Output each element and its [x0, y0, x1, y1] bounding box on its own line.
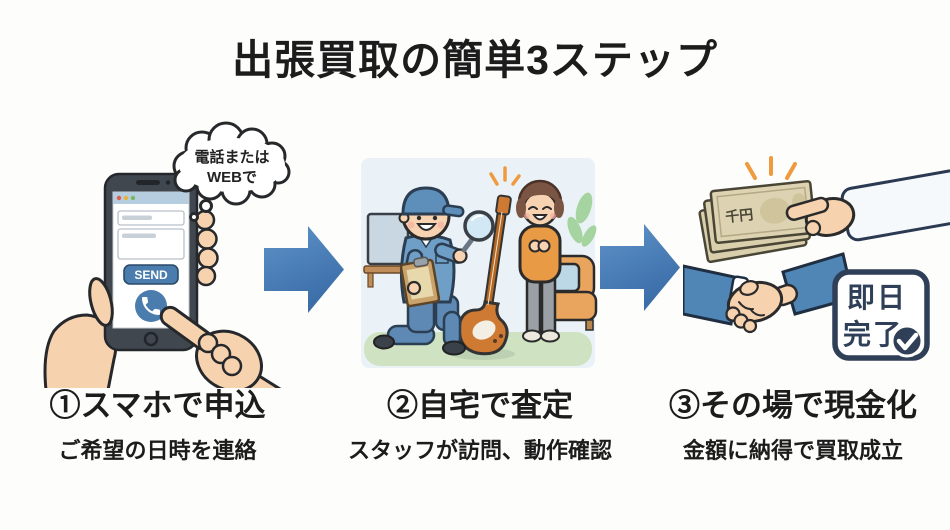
sparkle-icon: [489, 166, 521, 186]
camera-dot: [165, 180, 171, 185]
step3-label: ③その場で現金化 金額に納得で買取成立: [638, 388, 948, 465]
browser-bar: [113, 192, 189, 204]
window-dot-red: [116, 195, 122, 201]
svg-text:SEND: SEND: [134, 268, 168, 282]
step1-heading: ①スマホで申込: [49, 388, 266, 423]
smartphone: SEND: [103, 172, 199, 352]
step2-illustration: [361, 158, 598, 368]
staff-figure: [373, 186, 495, 356]
window-dot-yellow: [123, 195, 129, 201]
plant: [567, 192, 597, 247]
thought-bubble: 電話または WEBで: [172, 121, 291, 222]
magnifier-icon: [461, 210, 495, 253]
customer-figure: [516, 179, 564, 343]
same-day-badge: 即日 完了: [832, 269, 930, 361]
banknotes: 千円: [698, 179, 817, 264]
window-dot-green: [130, 195, 136, 201]
step2-heading: ②自宅で査定: [387, 388, 573, 423]
step1-label: ①スマホで申込 ご希望の日時を連絡: [5, 388, 310, 465]
call-icon: [135, 290, 167, 322]
thumb: [88, 277, 114, 327]
arrow-right-icon: [600, 224, 680, 311]
banknote-label: 千円: [724, 206, 754, 225]
wrapping-fingers: [194, 209, 219, 287]
pointing-hand: [159, 305, 312, 388]
step1-illustration: SEND: [43, 121, 312, 388]
bubble-text-line2: WEBで: [207, 169, 257, 186]
home-button: [143, 331, 159, 347]
giving-hand: [785, 169, 950, 242]
form-field-1: [117, 210, 185, 226]
clipboard: [399, 256, 441, 308]
step2-subtitle: スタッフが訪問、動作確認: [347, 437, 612, 463]
arrow-right-icon: [264, 226, 344, 313]
check-icon: [890, 324, 924, 358]
step3-illustration: 千円 即日 完了: [683, 156, 950, 361]
handshake: [683, 252, 855, 334]
step1-subtitle: ご希望の日時を連絡: [58, 437, 257, 463]
send-button: SEND: [123, 264, 179, 285]
speaker-slot: [136, 180, 160, 185]
step2-label: ②自宅で査定 スタッフが訪問、動作確認: [325, 388, 635, 465]
electric-guitar: [451, 194, 515, 360]
bubble-text-line1: 電話または: [194, 148, 269, 166]
sparkle-icon: [745, 156, 797, 180]
step3-subtitle: 金額に納得で買取成立: [682, 437, 903, 463]
form-field-2: [117, 228, 185, 260]
page-title: 出張買取の簡単3ステップ: [232, 37, 718, 83]
step3-heading: ③その場で現金化: [669, 388, 917, 423]
badge-text-line1: 即日: [847, 282, 907, 313]
